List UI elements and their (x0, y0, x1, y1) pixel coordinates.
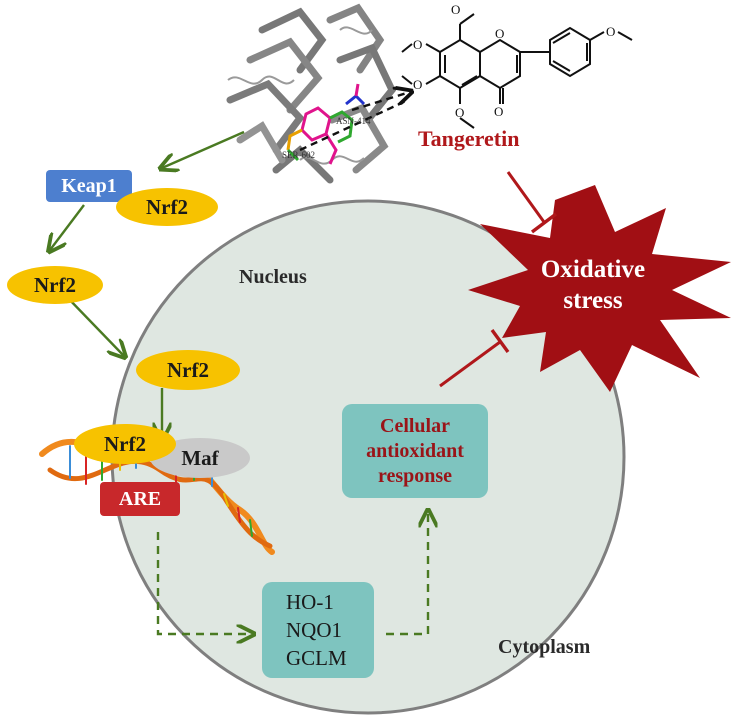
tangeretin-atom-labels: O O O O O O O (413, 2, 615, 120)
nrf2-nuclear: Nrf2 (136, 350, 240, 390)
are-box: ARE (100, 482, 180, 516)
residue-label-asn414: ASN-414 (336, 116, 371, 126)
antioxidant-response-box: Cellular antioxidant response (342, 404, 488, 498)
keap1-box: Keap1 (46, 170, 132, 202)
keap1-protein-structure (226, 3, 397, 184)
residue-label-ser602: SER-602 (282, 150, 316, 160)
arrow-protein-to-keap1 (162, 130, 245, 168)
inhibit-response (439, 340, 501, 388)
svg-text:O: O (413, 37, 422, 52)
gene-nqo1: NQO1 (286, 618, 342, 642)
inhibit-response-bar (490, 329, 510, 353)
binding-arrow-lower (299, 98, 409, 152)
tangeretin-label: Tangeretin (418, 126, 520, 151)
nucleus-label: Nucleus (239, 266, 307, 288)
svg-text:O: O (606, 24, 615, 39)
inhibit-tangeretin-bar (530, 212, 558, 234)
response-line-3: response (377, 464, 453, 487)
response-line-1: Cellular (380, 414, 450, 437)
response-line-2: antioxidant (366, 439, 464, 462)
stress-line-2: stress (563, 287, 623, 314)
oxidative-stress-burst (468, 185, 731, 392)
nrf2-are-bound: Nrf2 (74, 424, 176, 464)
svg-text:O: O (495, 26, 504, 41)
svg-text:O: O (455, 105, 464, 120)
dashed-arrow-genes-to-response (386, 512, 428, 636)
svg-text:O: O (413, 77, 422, 92)
genes-box: HO-1 NQO1 GCLM (262, 582, 374, 678)
svg-text:O: O (451, 2, 460, 17)
gene-gclm: GCLM (286, 646, 347, 670)
ligand-sticks (286, 83, 366, 165)
arrow-keap1-to-nrf2 (50, 204, 85, 250)
inhibit-tangeretin (506, 171, 546, 223)
dashed-arrow-are-to-genes (156, 532, 252, 634)
binding-arrow-upper (351, 92, 410, 112)
arrow-nrf2-to-nucleus (65, 295, 124, 356)
nrf2-free: Nrf2 (7, 266, 103, 304)
cytoplasm-label: Cytoplasm (498, 636, 591, 658)
nrf2-bound-keap1: Nrf2 (116, 188, 218, 226)
stress-line-1: Oxidative (540, 256, 646, 283)
oxidative-stress-label: Oxidative stress (528, 250, 658, 320)
svg-text:O: O (494, 104, 503, 119)
tangeretin-structure (401, 13, 633, 129)
gene-ho1: HO-1 (286, 590, 334, 614)
